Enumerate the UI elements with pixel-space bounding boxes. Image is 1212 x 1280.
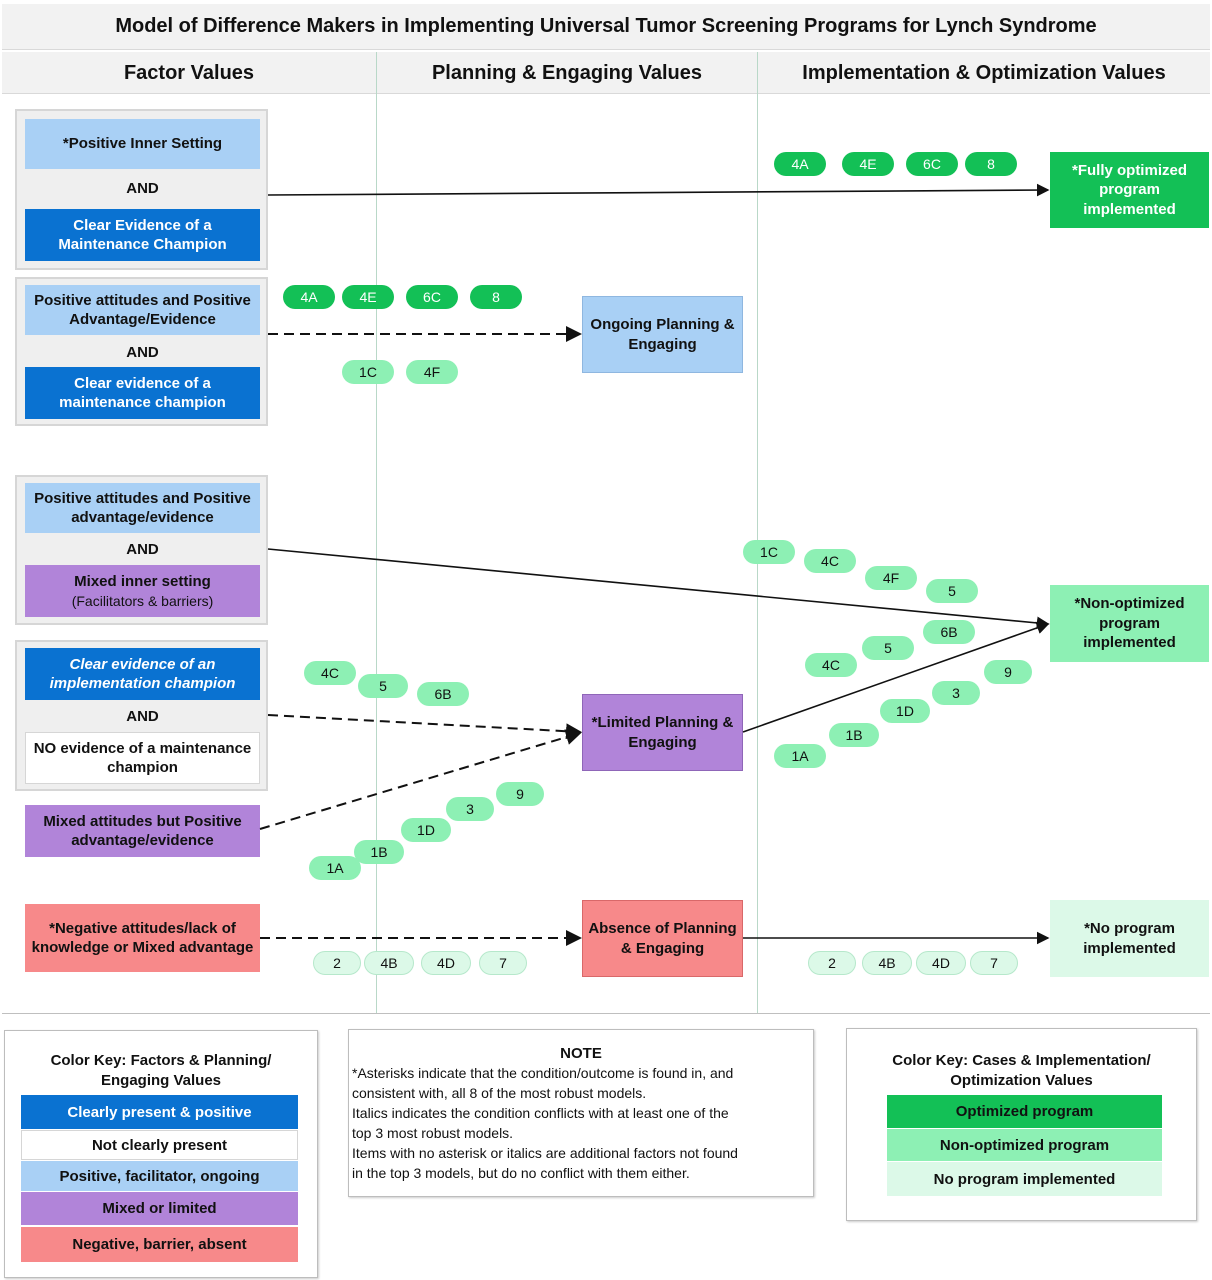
case-pill: 1A: [309, 856, 361, 880]
outcome-no-program: *No program implemented: [1050, 900, 1209, 977]
note-line: *Asterisks indicate that the condition/o…: [352, 1065, 734, 1081]
case-pill: 2: [313, 951, 361, 975]
case-pill: 1C: [743, 540, 795, 564]
column-header-implementation: Implementation & Optimization Values: [802, 61, 1166, 84]
case-pill: 6B: [417, 682, 469, 706]
planning-absence: Absence of Planning & Engaging: [582, 900, 743, 977]
case-pill: 4C: [805, 653, 857, 677]
note-title: NOTE: [560, 1045, 602, 1062]
case-pill: 4C: [804, 549, 856, 573]
planning-limited: *Limited Planning & Engaging: [582, 694, 743, 771]
factor-group-4: Clear evidence of an implementation cham…: [15, 640, 268, 791]
column-header-row: Factor Values Planning & Engaging Values…: [2, 52, 1210, 94]
case-pill: 3: [446, 797, 494, 821]
factor-implementation-champion: Clear evidence of an implementation cham…: [25, 648, 260, 700]
and-label: AND: [126, 707, 159, 725]
arrow-g4-to-limited: [267, 714, 582, 740]
case-pill: 5: [862, 636, 914, 660]
case-pill: 4B: [862, 951, 912, 975]
factor-mixed-inner-setting-label: Mixed inner setting: [74, 573, 211, 591]
arrow-g1-to-fully-optimized: [267, 183, 1050, 197]
outcome-fully-optimized: *Fully optimized program implemented: [1050, 152, 1209, 228]
factor-positive-inner-setting: *Positive Inner Setting: [25, 119, 260, 169]
color-key-cases: Color Key: Cases & Implementation/ Optim…: [846, 1028, 1197, 1221]
case-pill: 4A: [283, 285, 335, 309]
case-pill: 4F: [865, 566, 917, 590]
case-pill: 8: [965, 152, 1017, 176]
and-label: AND: [126, 540, 159, 558]
diagram-bottom-divider: [2, 1013, 1210, 1014]
case-pill: 4B: [364, 951, 414, 975]
and-label: AND: [126, 343, 159, 361]
note-box: NOTE *Asterisks indicate that the condit…: [348, 1029, 814, 1197]
factor-group-2: Positive attitudes and Positive Advantag…: [15, 277, 268, 426]
key-not-clearly-present: Not clearly present: [21, 1130, 298, 1160]
factor-group-1: *Positive Inner Setting AND Clear Eviden…: [15, 109, 268, 270]
factor-maintenance-champion: Clear Evidence of a Maintenance Champion: [25, 209, 260, 261]
arrow-limited-to-non-optimized: [742, 621, 1050, 733]
note-line: consistent with, all 8 of the most robus…: [352, 1085, 647, 1101]
key-optimized: Optimized program: [887, 1095, 1162, 1128]
outcome-non-optimized: *Non-optimized program implemented: [1050, 585, 1209, 662]
case-pill: 6C: [406, 285, 458, 309]
note-line: in the top 3 models, but do no conflict …: [352, 1165, 690, 1181]
factor-no-maintenance-champion: NO evidence of a maintenance champion: [25, 732, 260, 784]
key-positive-facilitator: Positive, facilitator, ongoing: [21, 1161, 298, 1191]
case-pill: 3: [932, 681, 980, 705]
case-pill: 9: [984, 660, 1032, 684]
factor-group-3: Positive attitudes and Positive advantag…: [15, 475, 268, 625]
note-line: Items with no asterisk or italics are ad…: [352, 1145, 738, 1161]
case-pill: 4D: [916, 951, 966, 975]
case-pill: 4C: [304, 661, 356, 685]
factor-mixed-inner-setting-sub: (Facilitators & barriers): [71, 592, 214, 609]
case-pill: 7: [479, 951, 527, 975]
case-pill: 8: [470, 285, 522, 309]
diagram-title: Model of Difference Makers in Implementi…: [2, 4, 1210, 50]
connector-arrows: [259, 183, 1050, 946]
factor-negative-attitudes: *Negative attitudes/lack of knowledge or…: [25, 904, 260, 972]
case-pill: 4D: [421, 951, 471, 975]
case-pill: 4E: [342, 285, 394, 309]
color-key-cases-title: Color Key: Cases & Implementation/ Optim…: [892, 1052, 1151, 1089]
and-label: AND: [126, 179, 159, 197]
factor-mixed-inner-setting: Mixed inner setting (Facilitators & barr…: [25, 565, 260, 617]
note-line: top 3 most robust models.: [352, 1125, 514, 1141]
color-key-factors-title: Color Key: Factors & Planning/ Engaging …: [50, 1052, 272, 1089]
case-pill: 1D: [880, 699, 930, 723]
case-pill: 4E: [842, 152, 894, 176]
arrow-mixed-to-limited: [259, 729, 582, 830]
column-divider: [757, 52, 758, 1014]
column-header-planning: Planning & Engaging Values: [431, 61, 703, 84]
planning-ongoing: Ongoing Planning & Engaging: [582, 296, 743, 373]
key-mixed-limited: Mixed or limited: [21, 1192, 298, 1225]
column-divider: [376, 52, 377, 1014]
factor-positive-attitudes: Positive attitudes and Positive Advantag…: [25, 285, 260, 335]
key-no-program: No program implemented: [887, 1162, 1162, 1196]
case-pill: 4F: [406, 360, 458, 384]
factor-maintenance-champion: Clear evidence of a maintenance champion: [25, 367, 260, 419]
factor-mixed-attitudes: Mixed attitudes but Positive advantage/e…: [25, 805, 260, 857]
case-pill: 1B: [829, 723, 879, 747]
column-header-factor: Factor Values: [123, 61, 255, 84]
case-pill: 6B: [923, 620, 975, 644]
case-pill: 9: [496, 782, 544, 806]
case-pill: 5: [358, 674, 408, 698]
case-pill: 1C: [342, 360, 394, 384]
key-negative-barrier: Negative, barrier, absent: [21, 1227, 298, 1262]
note-line: Italics indicates the condition conflict…: [352, 1105, 729, 1121]
case-pill: 7: [970, 951, 1018, 975]
case-pill: 2: [808, 951, 856, 975]
factor-positive-attitudes: Positive attitudes and Positive advantag…: [25, 483, 260, 533]
key-non-optimized: Non-optimized program: [887, 1129, 1162, 1161]
case-pill: 1D: [401, 818, 451, 842]
case-pill: 1A: [774, 744, 826, 768]
case-pill: 5: [926, 579, 978, 603]
case-pill: 4A: [774, 152, 826, 176]
arrow-g3-to-non-optimized: [267, 548, 1050, 630]
color-key-factors: Color Key: Factors & Planning/ Engaging …: [4, 1030, 318, 1278]
case-pill: 6C: [906, 152, 958, 176]
key-clearly-present: Clearly present & positive: [21, 1095, 298, 1129]
case-pill: 1B: [354, 840, 404, 864]
